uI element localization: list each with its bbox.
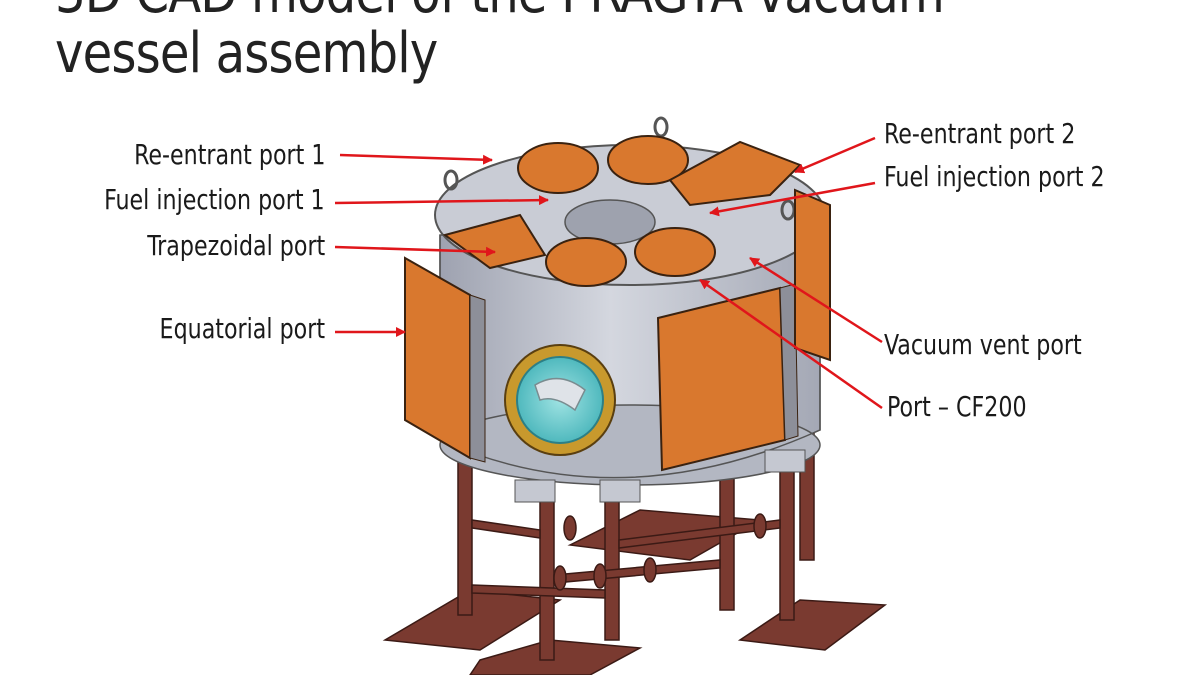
viewport-window [504, 344, 616, 456]
arrow-fuel-injection-port-1 [334, 195, 549, 206]
label-trapezoidal-port: Trapezoidal port [147, 229, 325, 262]
arrow-trapezoidal-port [334, 245, 496, 257]
arrow-reentrant-port-2 [794, 136, 876, 174]
page-title-line-1: 3D CAD model of the PRAGYA vacuum [55, 0, 1001, 26]
top-ports [442, 135, 802, 287]
label-port-cf200: Port – CF200 [887, 390, 1027, 423]
arrow-vacuum-vent-port [749, 256, 883, 344]
label-fuel-injection-port-2: Fuel injection port 2 [884, 160, 1105, 193]
arrow-reentrant-port-1 [339, 153, 493, 165]
page-title-line-2: vessel assembly [55, 21, 438, 86]
label-equatorial-port: Equatorial port [159, 312, 325, 345]
label-fuel-injection-port-1: Fuel injection port 1 [104, 183, 325, 216]
label-vacuum-vent-port: Vacuum vent port [884, 328, 1082, 361]
arrow-port-cf200 [699, 278, 883, 410]
label-reentrant-port-2: Re-entrant port 2 [884, 117, 1076, 150]
equatorial-port-panels [404, 188, 831, 472]
label-reentrant-port-1: Re-entrant port 1 [133, 138, 325, 171]
leader-arrows [334, 136, 883, 410]
arrow-fuel-injection-port-2 [709, 181, 876, 217]
